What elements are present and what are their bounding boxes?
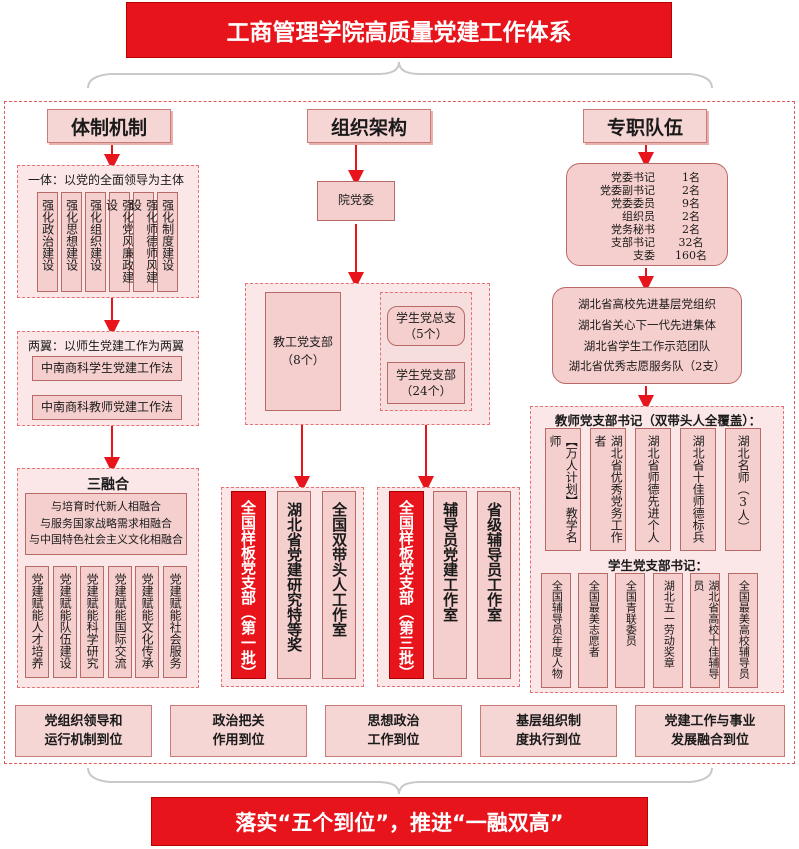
top-brace (87, 61, 713, 89)
yiti-item: 强化政治建设 (37, 192, 58, 292)
national-model-branch-1: 全国样板党支部（第一批） (231, 491, 266, 680)
yiti-title: 一体：以党的全面领导为主体 (28, 173, 185, 187)
staff-count: 2名 (682, 222, 700, 236)
footer-box-2: 政治把关作用到位 (170, 705, 307, 757)
teacher-secretary-item: 【万人计划】教学名师 (545, 428, 581, 551)
student-secretary-title: 学生党支部书记： (607, 558, 708, 573)
student-secretary-item: 全国最美志愿者 (578, 573, 608, 688)
honor-item: 湖北省优秀志愿服务队（2支） (568, 359, 726, 374)
staff-count: 32名 (678, 235, 704, 249)
footer-box-3: 思想政治工作到位 (325, 705, 462, 757)
student-secretary-item: 湖北五一劳动奖章 (653, 573, 683, 688)
teacher-secretary-title: 教师党支部书记（双带头人全覆盖）： (554, 413, 762, 428)
header-dedicated-team: 专职队伍 (583, 109, 707, 143)
staff-count: 2名 (682, 183, 700, 197)
sanronghe-title: 三融合 (87, 477, 129, 493)
student-secretary-item: 湖北省高校十佳辅导员 (690, 573, 720, 688)
staff-role: 党务秘书 (611, 222, 655, 236)
teacher-branch-box: 教工党支部 （8个） (265, 292, 341, 411)
bottom-brace (87, 767, 713, 795)
teacher-secretary-item: 湖北名师（3人） (725, 428, 761, 551)
sanronghe-item: 党建赋能队伍建设 (53, 566, 77, 678)
honors-box: 湖北省高校先进基层党组织 湖北省关心下一代先进集体 湖北省学生工作示范团队 湖北… (552, 287, 742, 384)
teacher-secretary-item: 湖北省师德先进个人 (635, 428, 671, 551)
student-secretary-item: 全国最美高校辅导员 (728, 573, 758, 688)
yiti-item: 强化组织建设 (85, 192, 106, 292)
bottom-banner: 落实“五个到位”，推进“一融双高” (151, 797, 648, 846)
national-model-branch-3: 全国样板党支部（第三批） (389, 491, 424, 680)
header-organization: 组织架构 (307, 109, 431, 143)
header-system-mechanism: 体制机制 (47, 109, 171, 143)
staff-count: 9名 (682, 196, 700, 210)
sanronghe-item: 党建赋能科学研究 (80, 566, 104, 678)
teacher-secretary-item: 湖北省十佳师德标兵 (680, 428, 716, 551)
staff-role: 组织员 (622, 209, 655, 223)
provincial-counselor-studio: 省级辅导员工作室 (477, 491, 511, 679)
outer-frame (4, 101, 795, 764)
staff-count: 160名 (675, 248, 707, 262)
counselor-party-studio: 辅导员党建工作室 (433, 491, 467, 679)
yiti-item: 强化思想建设 (61, 192, 82, 292)
staff-role: 党委委员 (611, 196, 655, 210)
sanronghe-item: 党建赋能社会服务 (163, 566, 187, 678)
staff-role: 支委 (633, 248, 655, 262)
national-dual-leader-studio: 全国双带头人工作室 (322, 491, 356, 679)
sanronghe-item: 党建赋能国际交流 (108, 566, 132, 678)
party-committee-box: 院党委 (317, 181, 395, 221)
yiti-item: 强化党风廉政建设 (105, 192, 135, 292)
sanronghe-lines: 与培育时代新人相融合 与服务国家战略需求相融合 与中国特色社会主义文化相融合 (25, 493, 187, 555)
staff-role: 党委副书记 (600, 183, 655, 197)
student-secretary-item: 全国青联委员 (615, 573, 645, 688)
honor-item: 湖北省高校先进基层党组织 (578, 297, 716, 312)
footer-box-5: 党建工作与事业发展融合到位 (635, 705, 785, 757)
staff-count: 2名 (682, 209, 700, 223)
teacher-secretary-item: 湖北省优秀党务工作者 (590, 428, 626, 551)
staff-role: 支部书记 (611, 235, 655, 249)
honor-item: 湖北省学生工作示范团队 (583, 338, 711, 353)
page-title: 工商管理学院高质量党建工作体系 (126, 2, 672, 58)
honor-item: 湖北省关心下一代先进集体 (578, 317, 716, 332)
student-secretary-item: 全国辅导员年度人物 (541, 573, 571, 688)
staff-count: 1名 (682, 171, 700, 184)
staff-list-box: 党委书记 1名 党委副书记 2名 党委委员 9名 组织员 2名 党务秘书 2名 支部书记 3… (566, 163, 728, 266)
sanronghe-item: 党建赋能文化传承 (135, 566, 159, 678)
liangyi-teacher-method: 中南商科教师党建工作法 (32, 395, 182, 420)
staff-role: 党委书记 (611, 171, 655, 184)
student-general-branch-box: 学生党总支 （5个） (387, 306, 465, 346)
liangyi-student-method: 中南商科学生党建工作法 (32, 356, 182, 381)
footer-box-1: 党组织领导和运行机制到位 (15, 705, 152, 757)
yiti-item: 强化师德师风建设 (129, 192, 159, 292)
footer-box-4: 基层组织制度执行到位 (480, 705, 617, 757)
yiti-item: 强化制度建设 (157, 192, 178, 292)
sanronghe-item: 党建赋能人才培养 (25, 566, 49, 678)
student-branch-box: 学生党支部 （24个） (387, 362, 465, 404)
hubei-party-research-award: 湖北省党建研究特等奖 (277, 491, 311, 679)
liangyi-title: 两翼：以师生党建工作为两翼 (28, 339, 185, 353)
